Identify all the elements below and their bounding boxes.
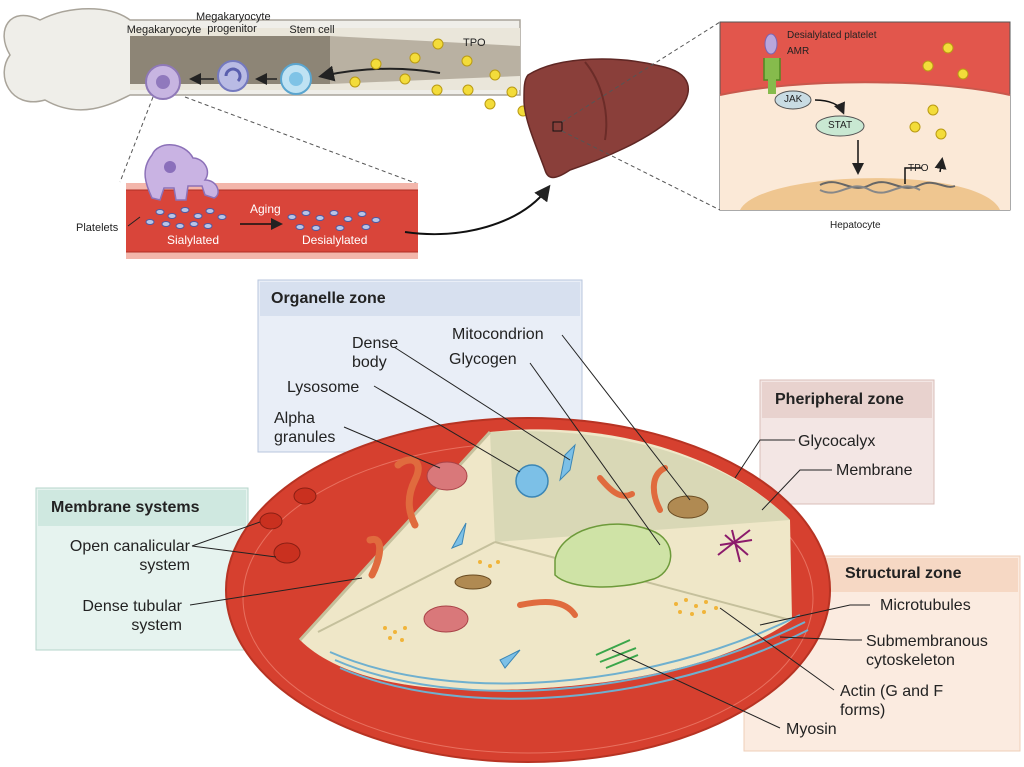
ocs-pit-1 [259,512,283,530]
glycocalyx-label: Glycocalyx [798,433,876,450]
megakaryocyte-label: Megakaryocyte [126,24,202,36]
bone-illustration [3,8,521,111]
jak-label: JAK [784,94,803,105]
lysosome [515,464,549,498]
hepatocyte-tpo-dots [909,42,969,140]
mitochondrion-2 [667,495,709,519]
myosin-filaments [595,639,639,669]
platelet-ellipses [145,207,381,231]
alpha-granules-label: Alpha granules [274,410,336,446]
peripheral-zone-header [762,382,932,418]
progenitor-label: Megakaryocyte progenitor [196,11,271,35]
alpha-granule-2 [423,605,469,633]
stem-cell-label: Stem cell [289,24,335,36]
actin-dots [383,560,718,642]
ocs-pit-2 [273,542,301,564]
desialylated-platelet-label: Desialylated platelet [787,30,877,41]
leader-lines [189,334,870,729]
dense-body-label: Dense body [352,335,399,371]
submembranous-label: Submembranous cytoskeleton [866,633,988,669]
platelets-label: Platelets [76,222,119,234]
actin-label: Actin (G and F forms) [840,683,944,719]
stat-label: STAT [828,120,853,131]
hepatocyte-caption: Hepatocyte [830,220,881,231]
ocs-pit-3 [293,487,317,505]
membrane-label: Membrane [836,462,913,479]
progenitor-cell [217,60,249,92]
stat-node [815,115,865,137]
dense-body [559,443,576,482]
dense-tubular-label: Dense tubular system [82,598,182,634]
open-canalicular-label: Open canalicular system [69,538,190,574]
alpha-granule-1 [426,461,468,491]
mitocondrion-label: Mitocondrion [452,326,544,343]
peripheral-zone-title: Pheripheral zone [775,391,904,408]
mitochondrion-1 [454,574,492,590]
liver-zoom-square [552,121,563,132]
microtubules-label: Microtubules [880,597,971,614]
organelle-zone-header [260,282,580,316]
membrane-systems-header [38,490,246,526]
aging-label: Aging [250,202,281,216]
hepatocyte-tpo-label: TPO [908,163,929,174]
desialylated-label: Desialylated [302,233,368,247]
membrane-systems-title: Membrane systems [51,499,200,516]
lysosome-label: Lysosome [287,379,360,396]
actin-filaments-purple [717,529,753,563]
structural-zone-title: Structural zone [845,565,962,582]
amr-label: AMR [787,46,810,57]
hepatocyte-panel [719,21,1011,211]
organelle-zone-title: Organelle zone [271,290,386,307]
myosin-label: Myosin [786,721,837,738]
glycogen [554,523,672,588]
glycogen-label: Glycogen [449,351,517,368]
sialylated-label: Sialylated [167,233,220,247]
jak-node [774,90,812,110]
vessel-megakaryocyte [144,144,219,201]
tpo-label: TPO [463,37,486,49]
